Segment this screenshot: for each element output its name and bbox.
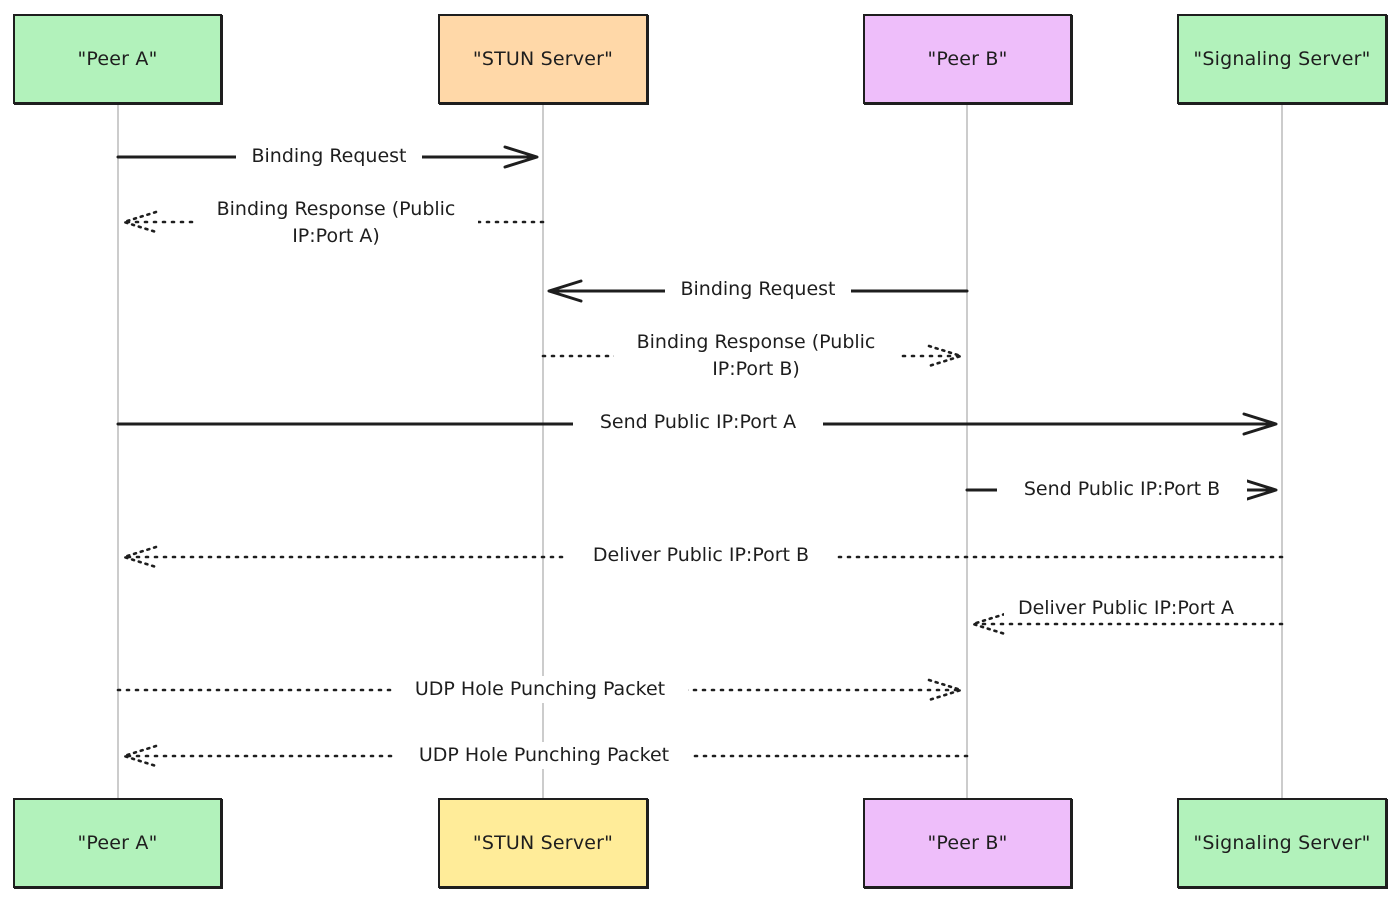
participant-label: "Peer B" <box>927 832 1008 854</box>
participant-peer-a-top: "Peer A" <box>13 14 222 104</box>
message-label-send-ip-b: Send Public IP:Port B <box>997 476 1247 503</box>
message-label-binding-request-b: Binding Request <box>665 276 851 303</box>
participant-label: "STUN Server" <box>472 832 614 854</box>
message-label-udp-punch-b-to-a: UDP Hole Punching Packet <box>396 742 692 769</box>
participant-signaling-server-top: "Signaling Server" <box>1177 14 1387 104</box>
message-label-udp-punch-a-to-b: UDP Hole Punching Packet <box>392 676 688 703</box>
message-arrow-10 <box>122 744 969 768</box>
message-label-send-ip-a: Send Public IP:Port A <box>573 409 823 436</box>
participant-label: "Peer B" <box>927 48 1008 70</box>
participant-peer-b-top: "Peer B" <box>863 14 1072 104</box>
message-label-binding-response-a: Binding Response (Public IP:Port A) <box>194 196 478 250</box>
participant-signaling-server-bottom: "Signaling Server" <box>1177 798 1387 888</box>
message-label-binding-response-b: Binding Response (Public IP:Port B) <box>614 329 898 383</box>
participant-label: "Peer A" <box>77 832 158 854</box>
participant-stun-server-bottom: "STUN Server" <box>438 798 648 888</box>
message-label-deliver-ip-b: Deliver Public IP:Port B <box>566 542 836 569</box>
participant-label: "STUN Server" <box>472 48 614 70</box>
message-label-deliver-ip-a: Deliver Public IP:Port A <box>1004 595 1248 622</box>
message-arrow-9 <box>116 678 963 702</box>
message-arrow-8 <box>971 612 1284 636</box>
participant-label: "Signaling Server" <box>1193 48 1371 70</box>
participant-peer-a-bottom: "Peer A" <box>13 798 222 888</box>
participant-peer-b-bottom: "Peer B" <box>863 798 1072 888</box>
participant-stun-server-top: "STUN Server" <box>438 14 648 104</box>
participant-label: "Signaling Server" <box>1193 832 1371 854</box>
participant-label: "Peer A" <box>77 48 158 70</box>
message-label-binding-request-a: Binding Request <box>236 143 422 170</box>
